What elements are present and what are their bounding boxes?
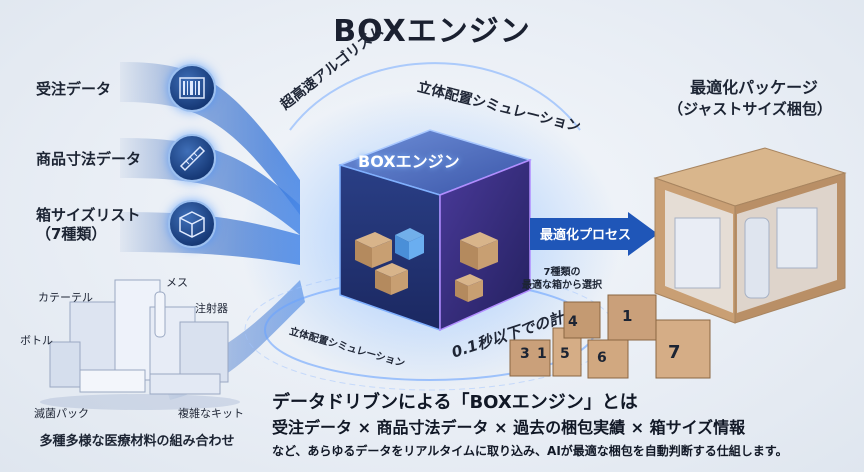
materials-shadow <box>40 394 240 410</box>
numbered-box-3 <box>563 301 601 339</box>
package-item-bottle <box>744 217 770 299</box>
material-block-5 <box>49 341 81 388</box>
package-item-kit <box>776 207 818 269</box>
bottom-heading: データドリブンによる「BOXエンジン」とは <box>272 392 638 413</box>
material-block-7 <box>149 373 221 395</box>
numbered-boxes-stack <box>509 294 711 379</box>
material-bottle: ボトル <box>20 334 53 347</box>
syringe-icon <box>154 291 166 338</box>
page-title: BOXエンジン <box>333 14 531 49</box>
box-number-4: 5 <box>560 346 570 362</box>
flow-stream-2 <box>120 138 300 235</box>
process-arrow <box>530 212 658 256</box>
box-number-1: 3 <box>520 346 530 362</box>
box-number-6: 1 <box>622 307 633 325</box>
box-number-2: 1 <box>537 346 547 362</box>
material-catheter: カテーテル <box>38 291 93 304</box>
numbered-box-1 <box>509 339 551 377</box>
output-title-line2: （ジャストサイズ梱包） <box>668 100 832 118</box>
input-product-dimensions: 商品寸法データ <box>36 136 256 182</box>
input-label-order: 受注データ <box>36 79 112 98</box>
barcode-icon <box>168 64 216 112</box>
cube-side-note: 7種類の 最適な箱から選択 <box>522 267 602 291</box>
flow-stream-1 <box>120 62 300 215</box>
input-label-dimensions: 商品寸法データ <box>36 149 142 168</box>
cube-inner-boxes <box>355 228 498 302</box>
materials-caption: 多種多様な医療材料の組み合わせ <box>39 434 235 449</box>
numbered-box-5 <box>607 294 657 341</box>
material-complex-kit: 複雑なキット <box>178 407 244 420</box>
numbered-box-4 <box>587 339 629 379</box>
medical-materials-illustration <box>40 279 240 410</box>
input-box-size-list: 箱サイズリスト （7種類） <box>36 202 256 248</box>
material-sterile-pack: 滅菌パック <box>34 407 89 420</box>
numbered-box-6 <box>655 319 711 379</box>
input-label-box-sizes: 箱サイズリスト （7種類） <box>36 206 141 243</box>
input-order-data: 受注データ <box>36 66 256 112</box>
package-item-pack <box>674 217 721 289</box>
material-scalpel: メス <box>166 276 188 289</box>
process-arrow-shape <box>530 212 658 256</box>
optimized-package-box <box>653 147 847 324</box>
box-number-3: 4 <box>568 314 578 330</box>
orbit-arc-top <box>289 62 581 131</box>
material-block-6 <box>79 369 146 393</box>
box-number-7: 7 <box>668 342 681 363</box>
bottom-description: など、あらゆるデータをリアルタイムに取り込み、AIが最適な梱包を自動判断する仕組… <box>272 444 788 458</box>
box-engine-cube <box>337 129 533 332</box>
output-title-line1: 最適化パッケージ <box>690 78 818 97</box>
material-block-4 <box>179 321 229 383</box>
box-icon <box>168 200 216 248</box>
cube-label: BOXエンジン <box>358 152 460 171</box>
ruler-icon <box>168 134 216 182</box>
box-number-5: 6 <box>597 350 607 366</box>
material-syringe: 注射器 <box>195 302 228 315</box>
bottom-formula: 受注データ × 商品寸法データ × 過去の梱包実績 × 箱サイズ情報 <box>272 418 746 437</box>
process-arrow-label: 最適化プロセス <box>540 228 632 243</box>
